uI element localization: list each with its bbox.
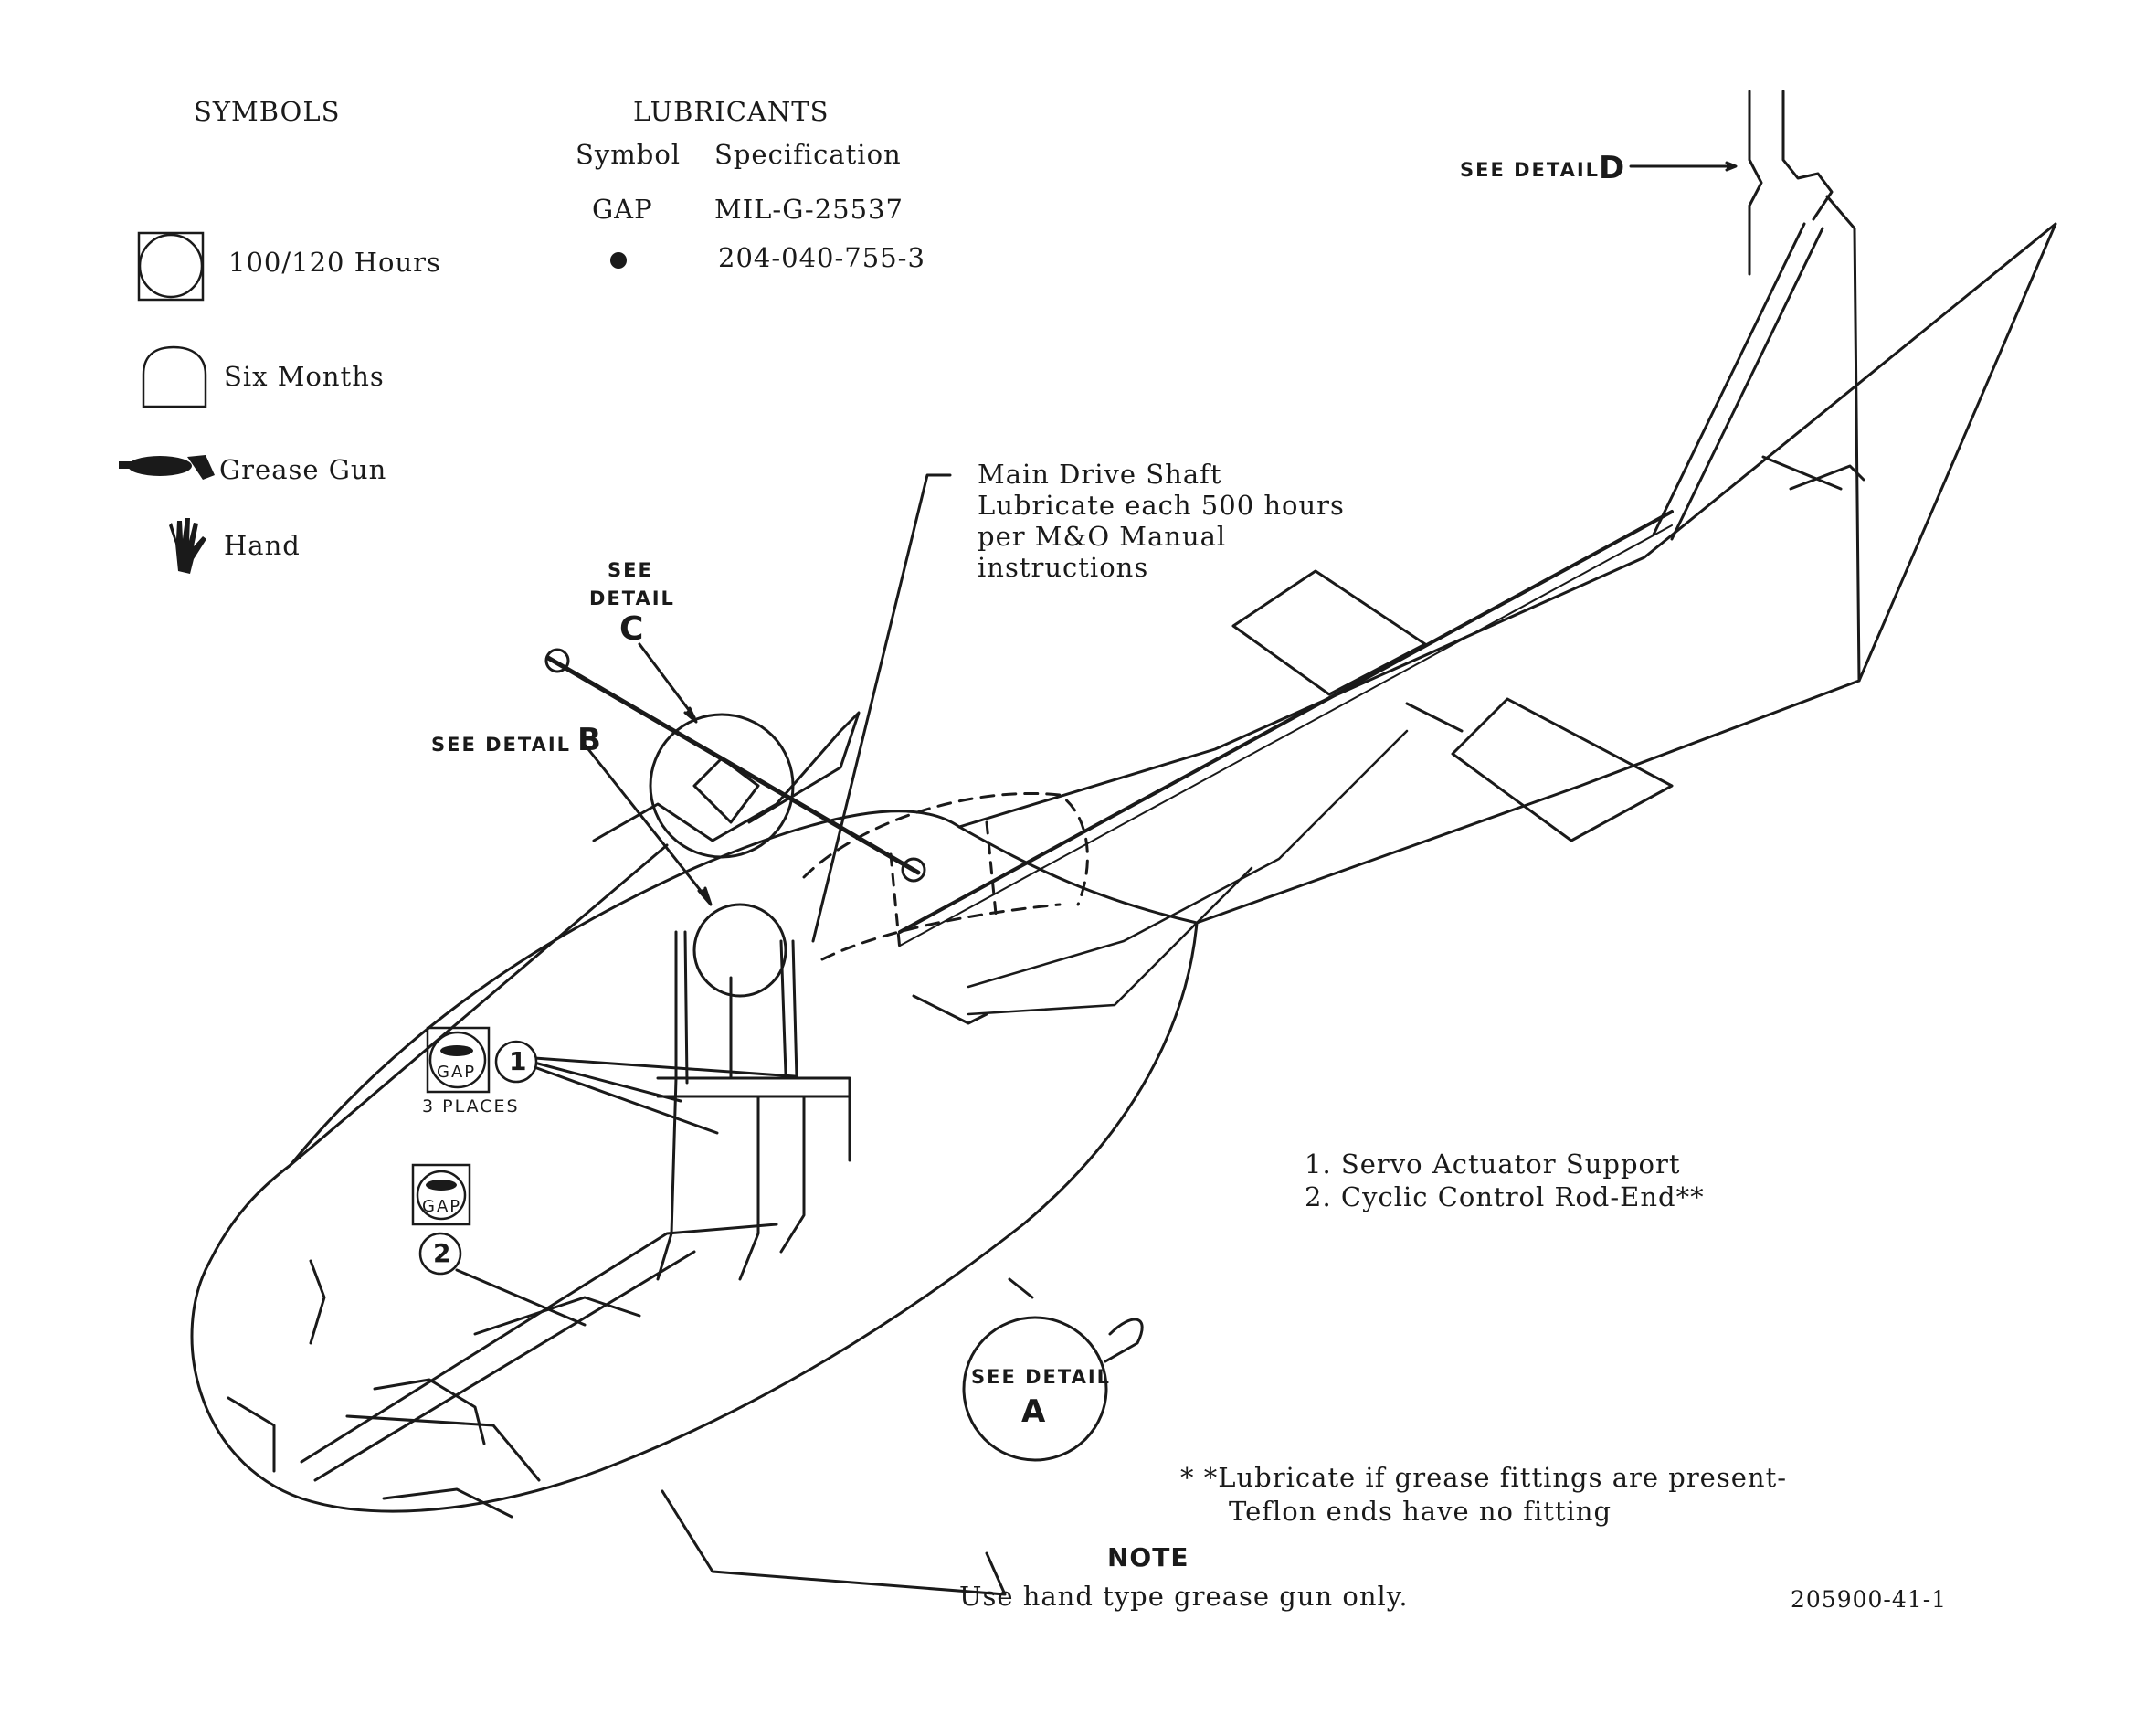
lubricant-symbol-gap: GAP [592, 194, 653, 225]
detail-c-line-2: DETAIL [589, 587, 675, 609]
gap-marker-2-label: GAP [422, 1197, 462, 1216]
figure-id: 205900-41-1 [1791, 1586, 1948, 1613]
detail-b-prefix: SEE DETAIL [431, 734, 572, 756]
hand-icon [169, 518, 206, 574]
symbols-title: SYMBOLS [194, 96, 341, 127]
detail-d-letter: D [1599, 150, 1627, 186]
gap-marker-1-places: 3 PLACES [422, 1096, 520, 1117]
detail-c-line-1: SEE [608, 559, 653, 581]
arch-icon [142, 345, 207, 408]
lubricants-title: LUBRICANTS [633, 96, 830, 127]
grease-gun-icon [119, 455, 215, 480]
item-servo-actuator-support: 1. Servo Actuator Support [1305, 1149, 1681, 1180]
gap-marker-1-label: GAP [437, 1063, 477, 1082]
main-drive-shaft-line-1: Main Drive Shaft [978, 459, 1222, 490]
bullet-icon [610, 252, 627, 269]
gap-marker-2-number: 2 [433, 1238, 453, 1268]
grease-gun-icon [440, 1045, 473, 1056]
detail-b-circle [692, 903, 787, 998]
square-circle-icon [137, 231, 205, 302]
symbol-label-six-months: Six Months [224, 361, 385, 392]
detail-b-letter: B [577, 722, 603, 758]
detail-c-letter: C [619, 610, 646, 648]
horizontal-stabilizer-right [1451, 697, 1674, 842]
symbol-label-hand: Hand [224, 530, 301, 561]
footnote-line-1: * *Lubricate if grease fittings are pres… [1180, 1462, 1788, 1493]
main-drive-shaft-line-4: instructions [978, 552, 1149, 583]
lubricants-header-symbol: Symbol [576, 139, 682, 170]
gap-marker-2-box [411, 1163, 471, 1276]
grease-gun-icon [426, 1180, 457, 1191]
lubricant-spec-1: MIL-G-25537 [714, 194, 904, 225]
lubricant-spec-2: 204-040-755-3 [718, 242, 925, 273]
detail-a-circle [962, 1316, 1108, 1462]
detail-d-prefix: SEE DETAIL [1460, 159, 1601, 181]
gap-marker-1-number: 1 [509, 1046, 529, 1076]
item-cyclic-control-rod-end: 2. Cyclic Control Rod-End** [1305, 1181, 1705, 1212]
detail-a-letter: A [1021, 1393, 1048, 1430]
lubricants-header-specification: Specification [714, 139, 902, 170]
note-title: NOTE [1107, 1542, 1189, 1572]
gap-marker-1-box [426, 1026, 538, 1094]
tail-boom [957, 222, 2057, 925]
detail-a-text: SEE DETAIL [971, 1366, 1112, 1388]
symbol-label-100-120-hours: 100/120 Hours [228, 247, 441, 278]
footnote-line-2: Teflon ends have no fitting [1229, 1496, 1612, 1527]
main-drive-shaft-line-2: Lubricate each 500 hours [978, 490, 1345, 521]
symbol-label-grease-gun: Grease Gun [219, 454, 387, 485]
note-text: Use hand type grease gun only. [959, 1581, 1409, 1612]
main-drive-shaft-line-3: per M&O Manual [978, 521, 1227, 552]
